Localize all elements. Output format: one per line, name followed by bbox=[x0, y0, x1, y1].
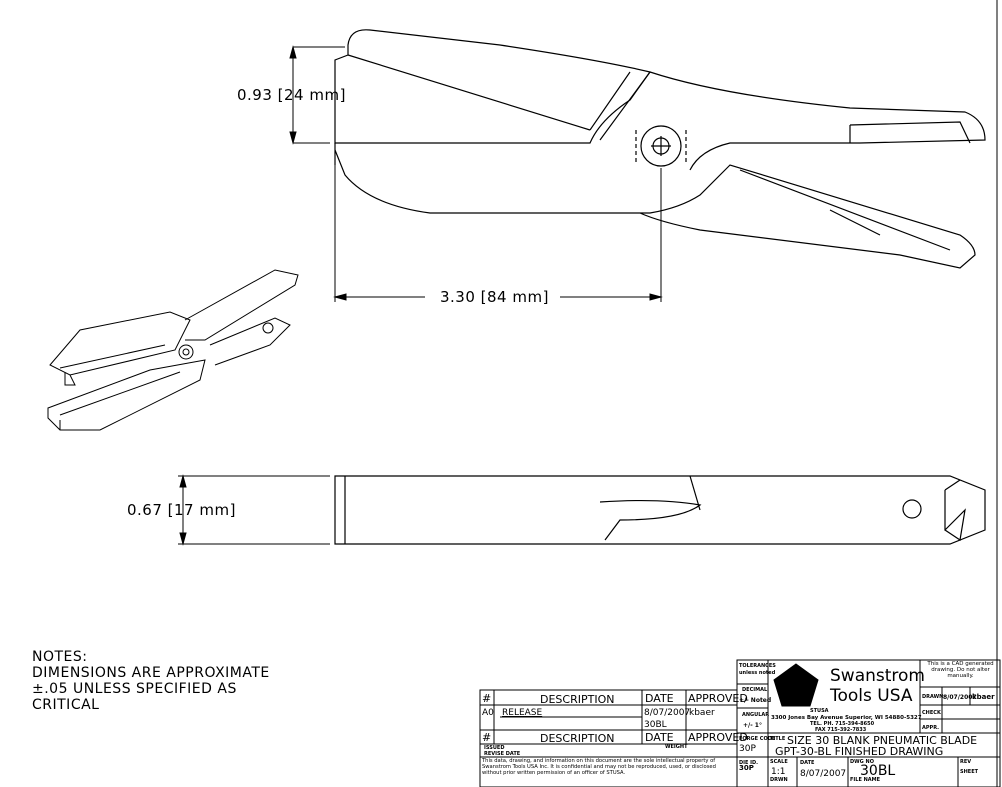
rev-footer-approved: APPROVED bbox=[688, 731, 748, 744]
revise-date-label: REVISE DATE bbox=[484, 751, 521, 757]
confidentiality-notice: This data, drawing, and information on t… bbox=[482, 758, 716, 776]
company-tel: TEL. PH. 715-394-8650 bbox=[810, 721, 875, 727]
company-name-line2: Tools USA bbox=[829, 686, 913, 706]
date-label: DATE bbox=[800, 760, 815, 766]
weight-label: WEIGHT bbox=[665, 744, 688, 750]
rev-footer-num: # bbox=[482, 731, 491, 744]
company-address: 3300 Jones Bay Avenue Superior, WI 54880… bbox=[771, 715, 922, 721]
note-line: DIMENSIONS ARE APPROXIMATE bbox=[32, 665, 270, 681]
logo-text: STUSA bbox=[810, 708, 829, 714]
die-id-label: DIE ID. bbox=[739, 760, 758, 766]
rev-footer-description: DESCRIPTION bbox=[540, 732, 614, 745]
jaw-opening-dimension: 0.93 [24 mm] bbox=[237, 86, 346, 104]
drawn-by: kbaer bbox=[972, 693, 995, 701]
title-block-grid bbox=[737, 660, 1000, 787]
rev-label: REV bbox=[960, 759, 971, 765]
length-dimension: 3.30 [84 mm] bbox=[440, 288, 549, 306]
forge-code-label: FORGE CODE bbox=[739, 736, 776, 742]
isometric-view-blade bbox=[48, 270, 298, 430]
dimension-jaw-opening bbox=[290, 47, 345, 143]
dwg-no-label: DWG NO bbox=[850, 759, 874, 765]
scale-label: SCALE bbox=[770, 759, 788, 765]
sheet-label: SHEET bbox=[960, 769, 979, 775]
scale-value: 1:1 bbox=[771, 767, 785, 777]
appr-label: APPR. bbox=[922, 725, 939, 731]
rev-header-approved: APPROVED bbox=[688, 692, 748, 705]
company-name-line1: Swanstrom bbox=[830, 666, 925, 686]
die-id: 30P bbox=[739, 764, 754, 772]
notes-heading: NOTES: bbox=[32, 649, 88, 665]
angular-value: +/- 1° bbox=[743, 722, 762, 729]
rev-num: A0 bbox=[482, 708, 494, 718]
drawing-title-line2: GPT-30-BL FINISHED DRAWING bbox=[775, 745, 943, 758]
cad-note: This is a CAD generated drawing. Do not … bbox=[927, 661, 994, 679]
dimension-thickness bbox=[178, 476, 330, 544]
tolerances-sub: unless noted bbox=[739, 670, 776, 676]
pivot-hole bbox=[641, 126, 681, 166]
drawn-date: 8/07/2007 bbox=[943, 694, 977, 701]
rev-header-date: DATE bbox=[645, 692, 674, 705]
issued-label: ISSUED bbox=[484, 745, 504, 751]
dimension-length bbox=[335, 160, 661, 302]
check-label: CHECK bbox=[922, 710, 942, 716]
drawn-label: DRAWN bbox=[922, 694, 943, 700]
angular-label: ANGULAR bbox=[742, 712, 769, 718]
rev-header-num: # bbox=[482, 692, 491, 705]
rev-date: 8/07/2007 bbox=[644, 708, 690, 718]
tolerances-label: TOLERANCES bbox=[739, 663, 776, 669]
title-label: TITLE bbox=[770, 736, 786, 742]
note-line: CRITICAL bbox=[32, 697, 99, 713]
rev-header-description: DESCRIPTION bbox=[540, 693, 614, 706]
forge-code: 30P bbox=[739, 744, 756, 754]
company-fax: FAX 715-392-7833 bbox=[815, 727, 867, 733]
scale-sub: DRWN bbox=[770, 777, 788, 783]
top-view-blade bbox=[335, 30, 985, 268]
rev-description: RELEASE bbox=[502, 708, 543, 718]
side-view-blade bbox=[335, 476, 985, 544]
file-name-label: FILE NAME bbox=[850, 777, 881, 783]
decimal-label: DECIMAL bbox=[742, 687, 768, 693]
rev-footer-date: DATE bbox=[645, 731, 674, 744]
decimal-value: +/- Noted bbox=[739, 697, 771, 704]
date-value: 8/07/2007 bbox=[800, 769, 846, 779]
thickness-dimension: 0.67 [17 mm] bbox=[127, 501, 236, 519]
company-logo-pentagon bbox=[774, 664, 818, 706]
rev-approved: kbaer bbox=[689, 708, 715, 718]
rev-extra: 30BL bbox=[644, 720, 667, 730]
dwg-no: 30BL bbox=[860, 763, 895, 779]
drawing-title-line1: SIZE 30 BLANK PNEUMATIC BLADE bbox=[787, 734, 977, 747]
note-line: ±.05 UNLESS SPECIFIED AS bbox=[32, 681, 237, 697]
